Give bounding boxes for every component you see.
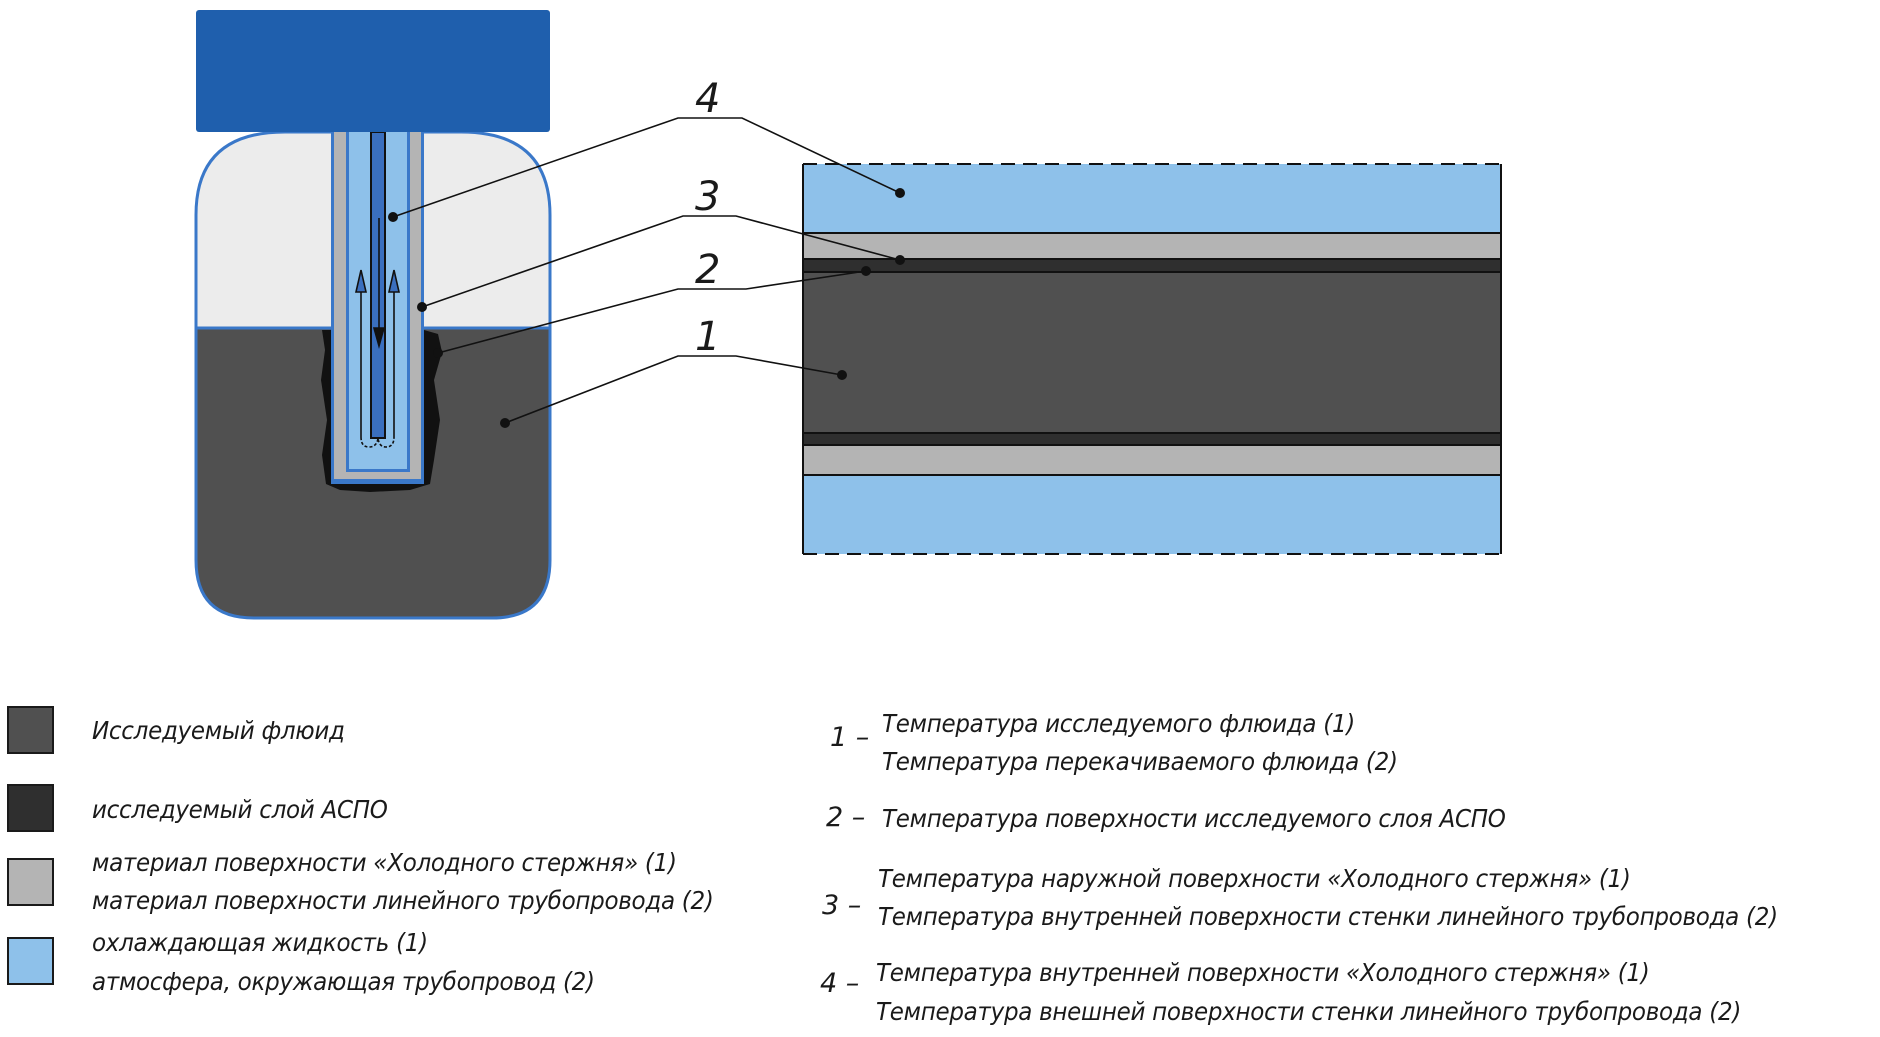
pipe-aspo-bottom xyxy=(803,433,1501,445)
pipe-wall-top xyxy=(803,233,1501,259)
point-1-pipe xyxy=(837,370,847,380)
cold-rod-vessel xyxy=(194,10,552,620)
swatch-fluid xyxy=(7,706,54,754)
up-flow-arrowhead-right xyxy=(387,269,401,293)
legend-coolant-label-1: охлаждающая жидкость (1) xyxy=(92,928,428,957)
legend-point-2-line-1: Температура поверхности исследуемого сло… xyxy=(882,804,1506,833)
legend-point-4-line-1: Температура внутренней поверхности «Холо… xyxy=(876,958,1650,987)
rod-holder-cap xyxy=(196,10,550,132)
rod-core-tube xyxy=(370,131,386,439)
legend-coolant-label-2: атмосфера, окружающая трубопровод (2) xyxy=(92,967,595,996)
legend-point-4-number: 4 – xyxy=(820,968,860,999)
legend-point-1-line-2: Температура перекачиваемого флюида (2) xyxy=(882,747,1398,776)
up-flow-arrowhead-left xyxy=(354,269,368,293)
swatch-aspo-layer xyxy=(7,784,54,832)
leader-2-left xyxy=(437,270,867,354)
pipe-atmosphere-top xyxy=(803,164,1501,233)
legend-point-3-line-1: Температура наружной поверхности «Холодн… xyxy=(878,864,1631,893)
point-4-pipe xyxy=(895,188,905,198)
legend-point-2-number: 2 – xyxy=(826,802,866,833)
point-3-pipe xyxy=(895,255,905,265)
callout-4: 4 xyxy=(695,76,720,122)
callout-3: 3 xyxy=(695,174,720,220)
point-2-pipe xyxy=(861,266,871,276)
callout-2: 2 xyxy=(695,247,720,293)
pipe-wall-bottom xyxy=(803,445,1501,475)
pipe-atmosphere-bottom xyxy=(803,475,1501,554)
swatch-rod-material xyxy=(7,858,54,906)
legend-rod-material-label-1: материал поверхности «Холодного стержня»… xyxy=(92,848,677,877)
flow-turn xyxy=(360,436,395,448)
pipe-aspo-top xyxy=(803,259,1501,272)
legend-rod-material-label-2: материал поверхности линейного трубопров… xyxy=(92,886,714,915)
diagram-canvas: 4 3 2 1 xyxy=(194,10,1502,620)
legend-aspo-label: исследуемый слой АСПО xyxy=(92,795,388,824)
legend-point-4-line-2: Температура внешней поверхности стенки л… xyxy=(876,997,1742,1026)
swatch-coolant xyxy=(7,937,54,985)
legend-point-3-line-2: Температура внутренней поверхности стенк… xyxy=(878,902,1778,931)
legend-point-3-number: 3 – xyxy=(822,890,862,921)
leader-3-left xyxy=(421,215,901,308)
point-4-rod xyxy=(388,212,398,222)
aspo-deposit xyxy=(321,330,442,492)
point-1-rod xyxy=(500,418,510,428)
legend-fluid-label: Исследуемый флюид xyxy=(92,716,345,745)
pipeline-section xyxy=(802,163,1502,555)
point-2-rod xyxy=(433,348,443,358)
legend-point-1-number: 1 – xyxy=(830,722,870,753)
leader-1-left xyxy=(504,355,843,424)
pipe-fluid xyxy=(803,272,1501,433)
point-3-rod xyxy=(417,302,427,312)
leader-4-left xyxy=(392,117,901,218)
vessel-outline xyxy=(194,130,552,620)
down-flow-arrowhead xyxy=(372,327,386,349)
callout-1: 1 xyxy=(695,314,720,360)
legend-point-1-line-1: Температура исследуемого флюида (1) xyxy=(882,709,1355,738)
flow-arrows xyxy=(354,218,401,448)
